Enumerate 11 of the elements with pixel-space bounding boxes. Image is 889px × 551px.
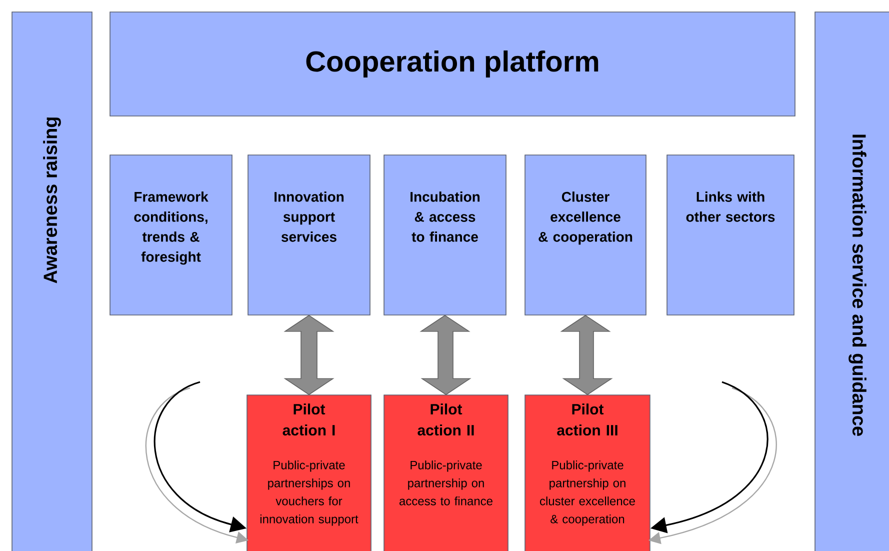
side-band: Information service and guidance [814,12,889,551]
platform-box: Cooperation platform [110,12,796,116]
topic-box: Innovation support services [248,154,370,316]
side-band: Awareness raising [12,12,92,551]
pilot-box: Pilot action III Public-private partnership on cluster excellence & cooperation [524,394,650,551]
pilot-box: Pilot action I Public-private partnerships on vouchers for innovation support [246,394,372,551]
topic-box: Links with other sectors [666,154,794,316]
topic-box: Cluster excellence & cooperation [524,154,646,316]
topic-box: Framework conditions, trends & foresight [110,154,232,316]
pilot-box: Pilot action II Public-private partnership on access to finance [384,394,508,551]
topic-box: Incubation & access to finance [384,154,506,316]
